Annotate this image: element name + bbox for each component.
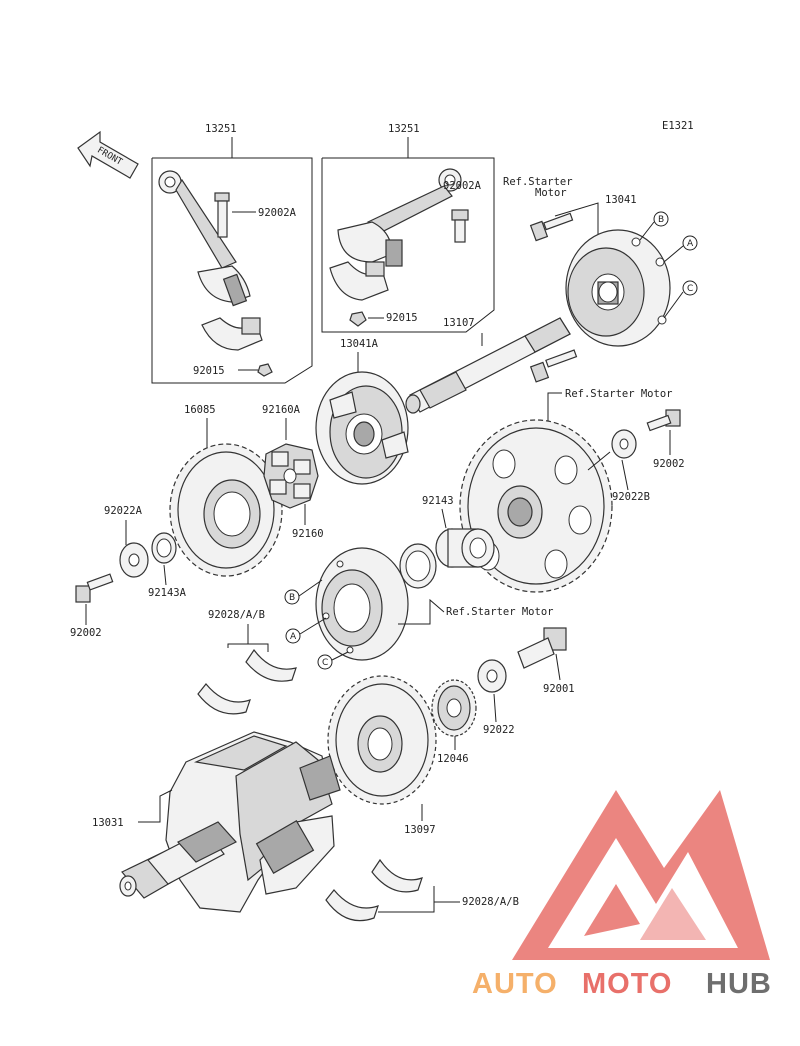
label-13041: 13041 — [605, 194, 637, 206]
ref-starter-motor-1-line2: Motor — [535, 187, 567, 199]
damper-92160 — [263, 443, 319, 509]
svg-text:B: B — [289, 593, 295, 603]
label-92143: 92143 — [422, 495, 454, 507]
label-92002A-right: 92002A — [443, 180, 482, 192]
label-92002A-left: 92002A — [258, 207, 297, 219]
svg-text:A: A — [290, 632, 297, 642]
svg-text:C: C — [322, 658, 328, 668]
label-13107: 13107 — [443, 317, 475, 329]
starter-idler-gear-16085 — [169, 443, 283, 577]
label-92028AB-bottom: 92028/A/B — [462, 896, 519, 908]
label-92002-left: 92002 — [70, 627, 102, 639]
callout-A-mid: A — [285, 617, 327, 644]
svg-text:A: A — [687, 239, 694, 249]
rod-cap-right — [329, 261, 389, 301]
label-92001: 92001 — [543, 683, 575, 695]
label-13031: 13031 — [92, 817, 124, 829]
ref-starter-motor-2: Ref.Starter Motor — [565, 388, 672, 400]
shaft-13107 — [405, 317, 571, 414]
gear-13097 — [327, 675, 437, 805]
ref-starter-motor-1-line1: Ref.Starter — [503, 176, 573, 188]
label-92160A: 92160A — [262, 404, 301, 416]
bolt-92002-left — [75, 573, 114, 603]
bearing-shells-92028-top — [197, 648, 297, 715]
callout-C-mid: C — [317, 651, 349, 670]
washer-92022 — [477, 659, 507, 693]
bushing-92143A — [151, 532, 177, 564]
washer-92022A — [119, 542, 149, 578]
washer-92022B — [611, 429, 637, 459]
label-92022B: 92022B — [612, 491, 650, 503]
nut-92015-left — [257, 363, 273, 377]
spacer-92143 — [435, 528, 495, 568]
label-92022A: 92022A — [104, 505, 143, 517]
starter-hub-13041 — [565, 229, 671, 347]
watermark-logo — [512, 790, 770, 960]
gear-12046 — [431, 679, 477, 737]
label-92143A: 92143A — [148, 587, 187, 599]
label-13251-right: 13251 — [388, 123, 420, 135]
washer-clutch — [399, 543, 437, 589]
svg-text:C: C — [687, 284, 693, 294]
brand-moto: MOTO — [582, 968, 672, 1000]
label-92022: 92022 — [483, 724, 515, 736]
callout-A-top: A — [663, 235, 698, 263]
connecting-rod-right — [337, 168, 462, 267]
ref-starter-motor-3: Ref.Starter Motor — [446, 606, 553, 618]
bolt-92001 — [517, 627, 567, 669]
starter-one-way-clutch — [315, 547, 409, 661]
bolt-ref-starter-2 — [529, 349, 578, 383]
rod-cap-left — [201, 317, 263, 351]
callout-B-top: B — [639, 211, 669, 241]
label-92002-right: 92002 — [653, 458, 685, 470]
label-13251-left: 13251 — [205, 123, 237, 135]
front-arrow-icon: FRONT — [77, 130, 139, 179]
nut-92015-right — [349, 311, 367, 327]
label-12046: 12046 — [437, 753, 469, 765]
bolt-92002-right — [646, 409, 681, 432]
label-92015-right: 92015 — [386, 312, 418, 324]
svg-text:B: B — [658, 215, 664, 225]
bolt-ref-starter-1 — [529, 212, 574, 242]
bolt-92002A-left — [214, 192, 230, 238]
label-92160: 92160 — [292, 528, 324, 540]
connecting-rod-left — [158, 170, 251, 307]
brand-auto: AUTO — [472, 968, 558, 1000]
label-13041A: 13041A — [340, 338, 379, 350]
callout-C-top: C — [663, 280, 698, 319]
conrod-box-left: 13251 92002A 92015 — [151, 123, 313, 384]
crankshaft-13031 — [119, 731, 341, 913]
label-13097: 13097 — [404, 824, 436, 836]
label-92015-left: 92015 — [193, 365, 225, 377]
bolt-92002A-right — [451, 209, 469, 243]
starter-gear-large — [459, 419, 613, 593]
bearing-shells-92028-bottom — [325, 858, 423, 922]
brand-hub: HUB — [706, 968, 772, 1000]
watermark-brand-text: AUTO MOTO HUB — [472, 968, 772, 1000]
conrod-box-right: 13251 92002A 92015 — [321, 123, 495, 333]
callout-B-mid: B — [284, 579, 323, 605]
diagram-code: E1321 — [662, 120, 694, 132]
starter-hub-13041A — [315, 371, 409, 485]
label-92028AB-top: 92028/A/B — [208, 609, 265, 621]
label-16085: 16085 — [184, 404, 216, 416]
